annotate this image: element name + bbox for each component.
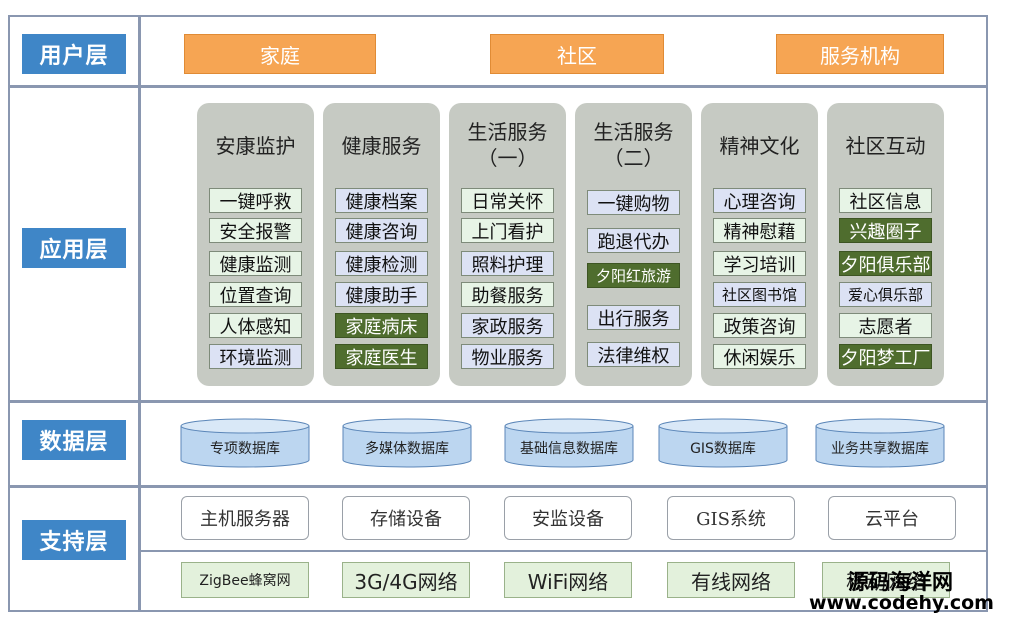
- app-item: 学习培训: [713, 251, 806, 276]
- app-item: 一键呼救: [209, 188, 302, 213]
- user-family: 家庭: [184, 34, 376, 74]
- cylinder-shape: [504, 418, 634, 468]
- app-item: 位置查询: [209, 282, 302, 307]
- app-column-title: 健康服务: [341, 134, 422, 158]
- support-host-server: 主机服务器: [181, 496, 309, 540]
- support-gis-system: GIS系统: [667, 496, 795, 540]
- app-item: 健康检测: [335, 251, 428, 276]
- network-zigbee: ZigBee蜂窝网: [181, 562, 309, 598]
- app-column: 生活服务 （一） 日常关怀上门看护照料护理助餐服务家政服务物业服务: [449, 103, 566, 386]
- user-community: 社区: [490, 34, 664, 74]
- app-item: 社区信息: [839, 188, 932, 213]
- app-item: 健康咨询: [335, 218, 428, 243]
- app-item: 助餐服务: [461, 282, 554, 307]
- app-item: 健康档案: [335, 188, 428, 213]
- app-item: 上门看护: [461, 218, 554, 243]
- app-item: 政策咨询: [713, 313, 806, 338]
- cylinder-shape: [815, 418, 945, 468]
- app-item: 爱心俱乐部: [839, 282, 932, 307]
- app-item: 家政服务: [461, 313, 554, 338]
- app-column-title: 社区互动: [845, 134, 926, 158]
- app-item: 夕阳俱乐部: [839, 251, 932, 276]
- cylinder-shape: [180, 418, 310, 468]
- database-label: 专项数据库: [210, 441, 280, 457]
- support-divider: [138, 550, 988, 552]
- app-item: 日常关怀: [461, 188, 554, 213]
- app-item: 家庭医生: [335, 344, 428, 369]
- app-item: 一键购物: [587, 190, 680, 215]
- app-item: 休闲娱乐: [713, 344, 806, 369]
- cylinder-shape: [658, 418, 788, 468]
- app-column: 健康服务健康档案健康咨询健康检测健康助手家庭病床家庭医生: [323, 103, 440, 386]
- layer-divider: [8, 485, 988, 488]
- app-column: 精神文化心理咨询精神慰藉学习培训社区图书馆政策咨询休闲娱乐: [701, 103, 818, 386]
- database-label: 多媒体数据库: [365, 441, 449, 457]
- app-item: 精神慰藉: [713, 218, 806, 243]
- app-item: 法律维权: [587, 342, 680, 367]
- app-item: 健康助手: [335, 282, 428, 307]
- app-column: 生活服务 （二） 一键购物跑退代办夕阳红旅游出行服务法律维权: [575, 103, 692, 386]
- app-item: 出行服务: [587, 305, 680, 330]
- app-item: 健康监测: [209, 251, 302, 276]
- support-storage: 存储设备: [342, 496, 470, 540]
- app-item: 心理咨询: [713, 188, 806, 213]
- app-item: 家庭病床: [335, 313, 428, 338]
- app-item: 志愿者: [839, 313, 932, 338]
- label-column-divider: [138, 15, 141, 612]
- app-column: 社区互动社区信息兴趣圈子夕阳俱乐部爱心俱乐部志愿者夕阳梦工厂: [827, 103, 944, 386]
- app-item: 夕阳梦工厂: [839, 344, 932, 369]
- app-item: 环境监测: [209, 344, 302, 369]
- app-item: 社区图书馆: [713, 282, 806, 307]
- layer-label-user: 用户层: [22, 34, 126, 74]
- app-column: 安康监护一键呼救安全报警健康监测位置查询人体感知环境监测: [197, 103, 314, 386]
- diagram-frame: [8, 15, 988, 612]
- app-item: 跑退代办: [587, 228, 680, 253]
- app-column-title: 生活服务 （一）: [467, 120, 548, 170]
- user-service-org: 服务机构: [776, 34, 944, 74]
- network-3g4g: 3G/4G网络: [342, 562, 470, 598]
- layer-divider: [8, 400, 988, 403]
- layer-label-support: 支持层: [22, 520, 126, 560]
- support-cloud-platform: 云平台: [828, 496, 956, 540]
- network-mobile: 移动网络: [822, 562, 950, 598]
- app-item: 物业服务: [461, 344, 554, 369]
- watermark-url: www.codehy.com: [809, 592, 994, 614]
- database-cylinder: GIS数据库: [658, 418, 788, 468]
- support-monitoring-device: 安监设备: [504, 496, 632, 540]
- database-cylinder: 基础信息数据库: [504, 418, 634, 468]
- app-column-title: 安康监护: [215, 134, 296, 158]
- cylinder-shape: [342, 418, 472, 468]
- network-wifi: WiFi网络: [504, 562, 632, 598]
- database-label: 业务共享数据库: [831, 441, 929, 457]
- database-cylinder: 业务共享数据库: [815, 418, 945, 468]
- layer-divider: [8, 85, 988, 88]
- app-item: 夕阳红旅游: [587, 263, 680, 288]
- app-item: 兴趣圈子: [839, 218, 932, 243]
- app-column-title: 精神文化: [719, 134, 800, 158]
- app-item: 人体感知: [209, 313, 302, 338]
- app-item: 照料护理: [461, 251, 554, 276]
- network-wired: 有线网络: [667, 562, 795, 598]
- watermark-name: 源码海洋网: [848, 570, 953, 594]
- app-column-title: 生活服务 （二）: [593, 120, 674, 170]
- layer-label-app: 应用层: [22, 228, 126, 268]
- database-cylinder: 多媒体数据库: [342, 418, 472, 468]
- database-cylinder: 专项数据库: [180, 418, 310, 468]
- database-label: GIS数据库: [690, 441, 756, 457]
- database-label: 基础信息数据库: [520, 441, 618, 457]
- app-item: 安全报警: [209, 218, 302, 243]
- layer-label-data: 数据层: [22, 420, 126, 460]
